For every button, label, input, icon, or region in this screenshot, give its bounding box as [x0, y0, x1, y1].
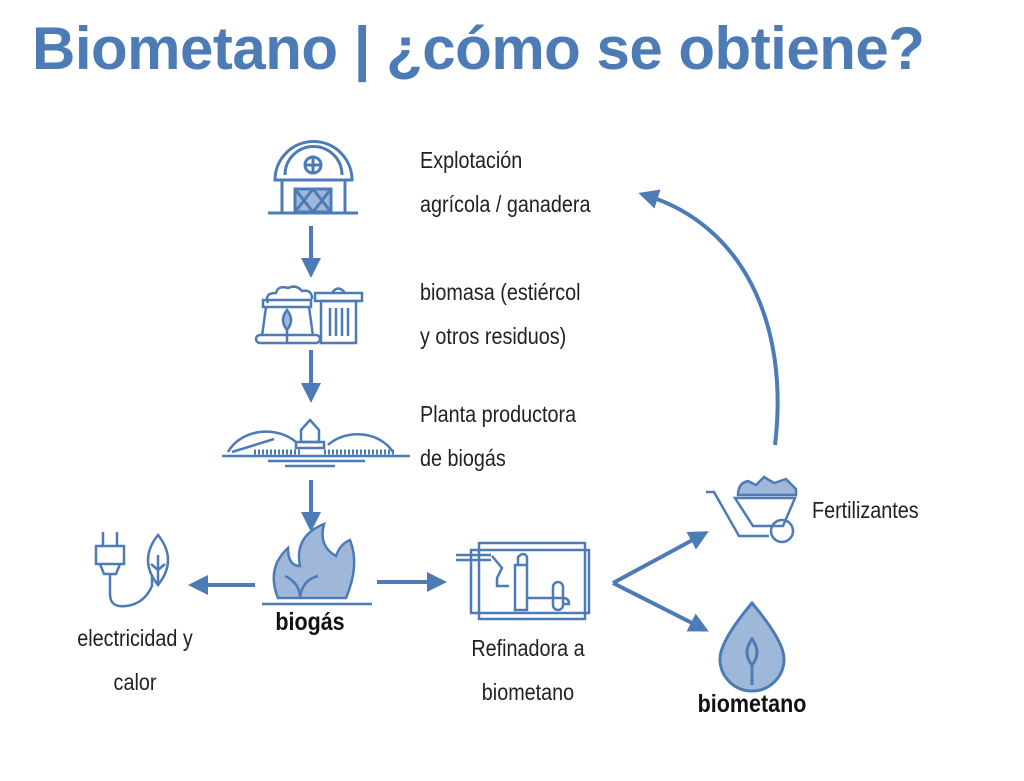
biomass-bins-icon	[254, 285, 364, 345]
label-farm: Explotación agrícola / ganadera	[420, 138, 590, 226]
label-biomass-line2: y otros residuos)	[420, 323, 567, 349]
label-farm-line1: Explotación	[420, 147, 523, 173]
label-refinery-line1: Refinadora a	[471, 635, 585, 661]
refinery-icon	[456, 541, 591, 621]
label-biomass-line1: biomasa (estiércol	[420, 279, 581, 305]
wheelbarrow-icon	[706, 475, 798, 544]
label-refinery: Refinadora a biometano	[442, 626, 614, 714]
page-title: Biometano | ¿cómo se obtiene?	[32, 15, 925, 82]
biogas-flame-icon	[262, 521, 372, 606]
label-biogas: biogás	[275, 608, 345, 636]
arrow-fertilizers-to-farm	[638, 189, 780, 446]
biogas-plant-icon	[222, 418, 410, 468]
arrow-refinery-to-biomethane	[612, 581, 709, 632]
label-fertilizers: Fertilizantes	[812, 497, 919, 523]
label-electricity-line1: electricidad y	[77, 625, 193, 651]
label-plant-line2: de biogás	[420, 445, 506, 471]
label-electricity-line2: calor	[113, 669, 157, 695]
label-plant: Planta productora de biogás	[420, 392, 576, 480]
label-electricity: electricidad y calor	[49, 616, 221, 704]
plug-leaf-icon	[94, 532, 170, 608]
label-biomethane: biometano	[697, 690, 807, 718]
label-refinery-line2: biometano	[481, 679, 575, 705]
label-biomass: biomasa (estiércol y otros residuos)	[420, 270, 581, 358]
arrow-refinery-to-fertilizers	[612, 531, 709, 585]
label-farm-line2: agrícola / ganadera	[420, 191, 591, 217]
drop-leaf-icon	[718, 600, 786, 693]
label-plant-line1: Planta productora	[420, 401, 577, 427]
barn-icon	[268, 140, 358, 215]
